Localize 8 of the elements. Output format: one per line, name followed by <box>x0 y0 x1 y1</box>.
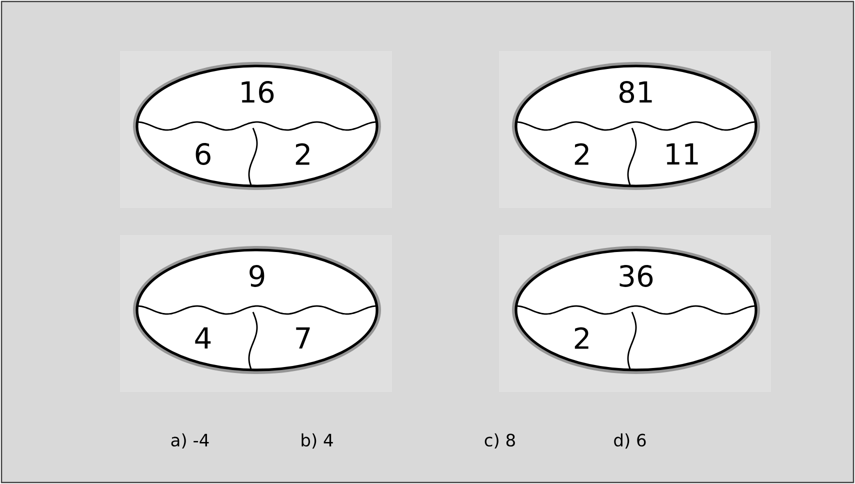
ellipse-diagram: 9 4 7 <box>133 246 381 374</box>
ellipse-diagram: 36 2 <box>512 246 760 374</box>
answer-option: c) 8 <box>484 433 515 449</box>
answer-option: d) 6 <box>614 433 646 449</box>
answer-option: a) -4 <box>171 433 209 449</box>
answer-option: b) 4 <box>302 433 333 449</box>
ellipse-diagram: 16 6 2 <box>133 62 381 190</box>
ellipse-diagram: 81 2 11 <box>512 62 760 190</box>
